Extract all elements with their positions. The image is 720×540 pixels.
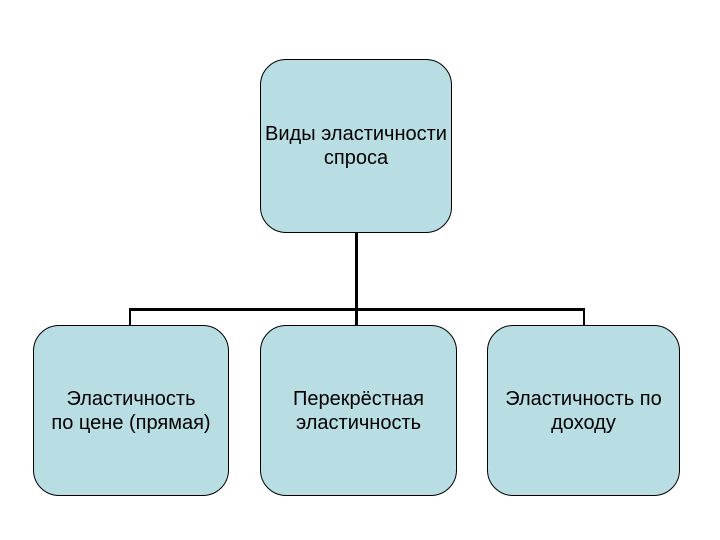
node-income-elasticity: Эластичность по доходу	[487, 325, 680, 496]
connector-root-trunk	[355, 233, 358, 309]
node-price-elasticity-label: Эластичность по цене (прямая)	[51, 387, 211, 434]
node-price-elasticity: Эластичность по цене (прямая)	[33, 325, 229, 496]
connector-drop-left	[129, 311, 131, 325]
node-income-elasticity-label: Эластичность по доходу	[505, 387, 662, 434]
connector-horizontal-bar	[129, 308, 585, 311]
node-cross-elasticity-label: Перекрёстная эластичность	[293, 387, 424, 434]
connector-drop-middle	[355, 311, 358, 325]
node-cross-elasticity: Перекрёстная эластичность	[260, 325, 457, 496]
node-root: Виды эластичности спроса	[260, 59, 452, 233]
connector-drop-right	[583, 311, 585, 325]
node-root-label: Виды эластичности спроса	[265, 123, 447, 169]
